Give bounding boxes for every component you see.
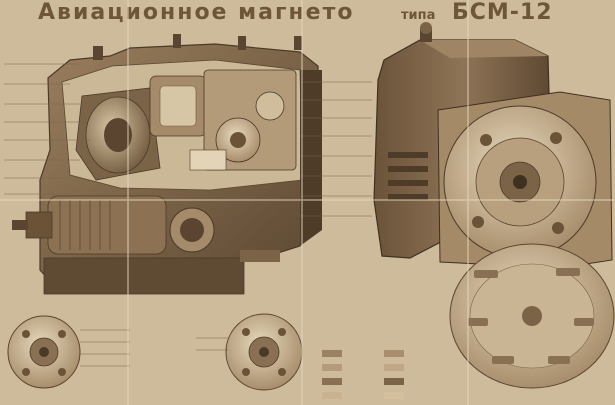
poster-title: Авиационное магнето	[38, 0, 355, 25]
lower-left-disc	[7, 315, 130, 389]
right-leader-lines	[300, 81, 372, 217]
poster-title-type-word: типа	[401, 8, 436, 23]
cutaway-magneto	[12, 34, 322, 295]
color-legend	[322, 350, 404, 399]
exterior-magneto	[373, 22, 615, 389]
drive-shaft-icon	[25, 211, 53, 239]
lower-middle-disc	[196, 313, 303, 391]
left-leader-lines	[4, 63, 90, 195]
